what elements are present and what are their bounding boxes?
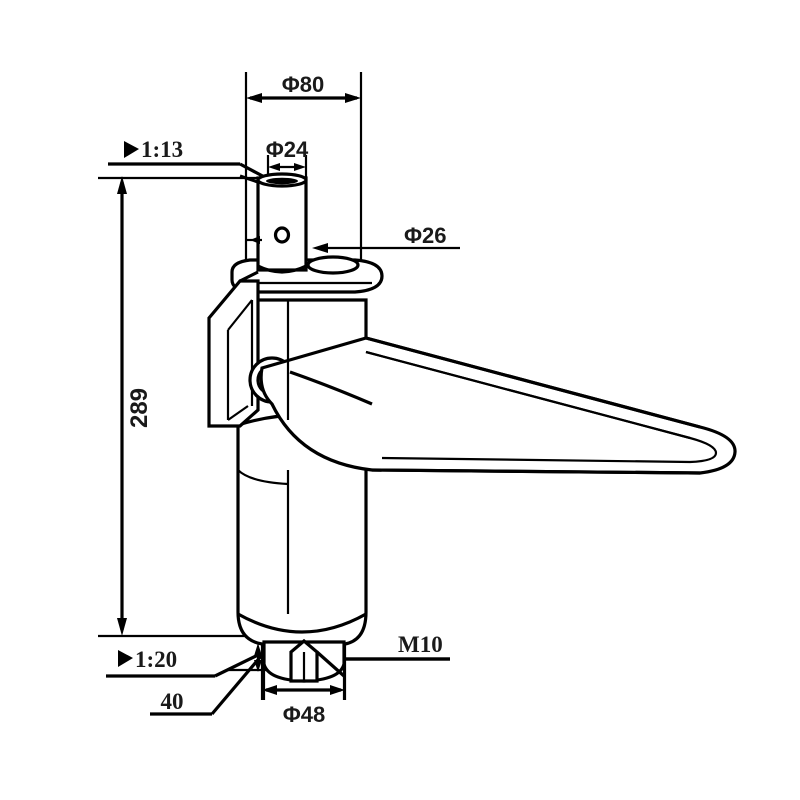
- surface-finish-label-1-13: 1:13: [141, 137, 183, 162]
- dimension-overall-height: 289: [117, 176, 153, 636]
- dimension-label-phi26: Φ26: [404, 223, 447, 248]
- dimension-label-phi24: Φ24: [266, 137, 309, 162]
- spout-tube: [256, 172, 308, 274]
- triangle-marker-icon: [124, 141, 139, 158]
- surface-finish-lower: 1:20: [106, 647, 259, 678]
- leader-target-arrow-upper: [246, 236, 262, 244]
- dimension-label-289: 289: [126, 388, 153, 428]
- spout-side-hole: [273, 226, 291, 244]
- body-contour-lines: [237, 300, 290, 614]
- spout-tube-body: [256, 176, 308, 272]
- dimension-base-height: 40: [150, 643, 264, 716]
- mount-stud: [262, 638, 346, 683]
- dimension-spout-bore: Φ24: [266, 137, 309, 171]
- dimension-thread-m10: M10: [333, 632, 450, 661]
- dimension-top-width: Φ80: [246, 72, 361, 103]
- base-detail-lines: [262, 644, 346, 700]
- dimension-label-phi80: Φ80: [282, 72, 325, 97]
- spout-opening-inner: [266, 177, 298, 185]
- cap-bore-hole: [306, 255, 360, 275]
- dimension-label-40: 40: [161, 689, 184, 714]
- dimension-label-m10: M10: [398, 632, 443, 657]
- surface-finish-label-1-20: 1:20: [135, 647, 177, 672]
- dimension-base-diameter: Φ48: [262, 685, 345, 727]
- dimension-cap-hole: Φ26: [312, 223, 460, 253]
- dimension-label-phi48: Φ48: [283, 702, 326, 727]
- triangle-marker-icon-2: [118, 650, 133, 667]
- lever-handle: [259, 336, 737, 475]
